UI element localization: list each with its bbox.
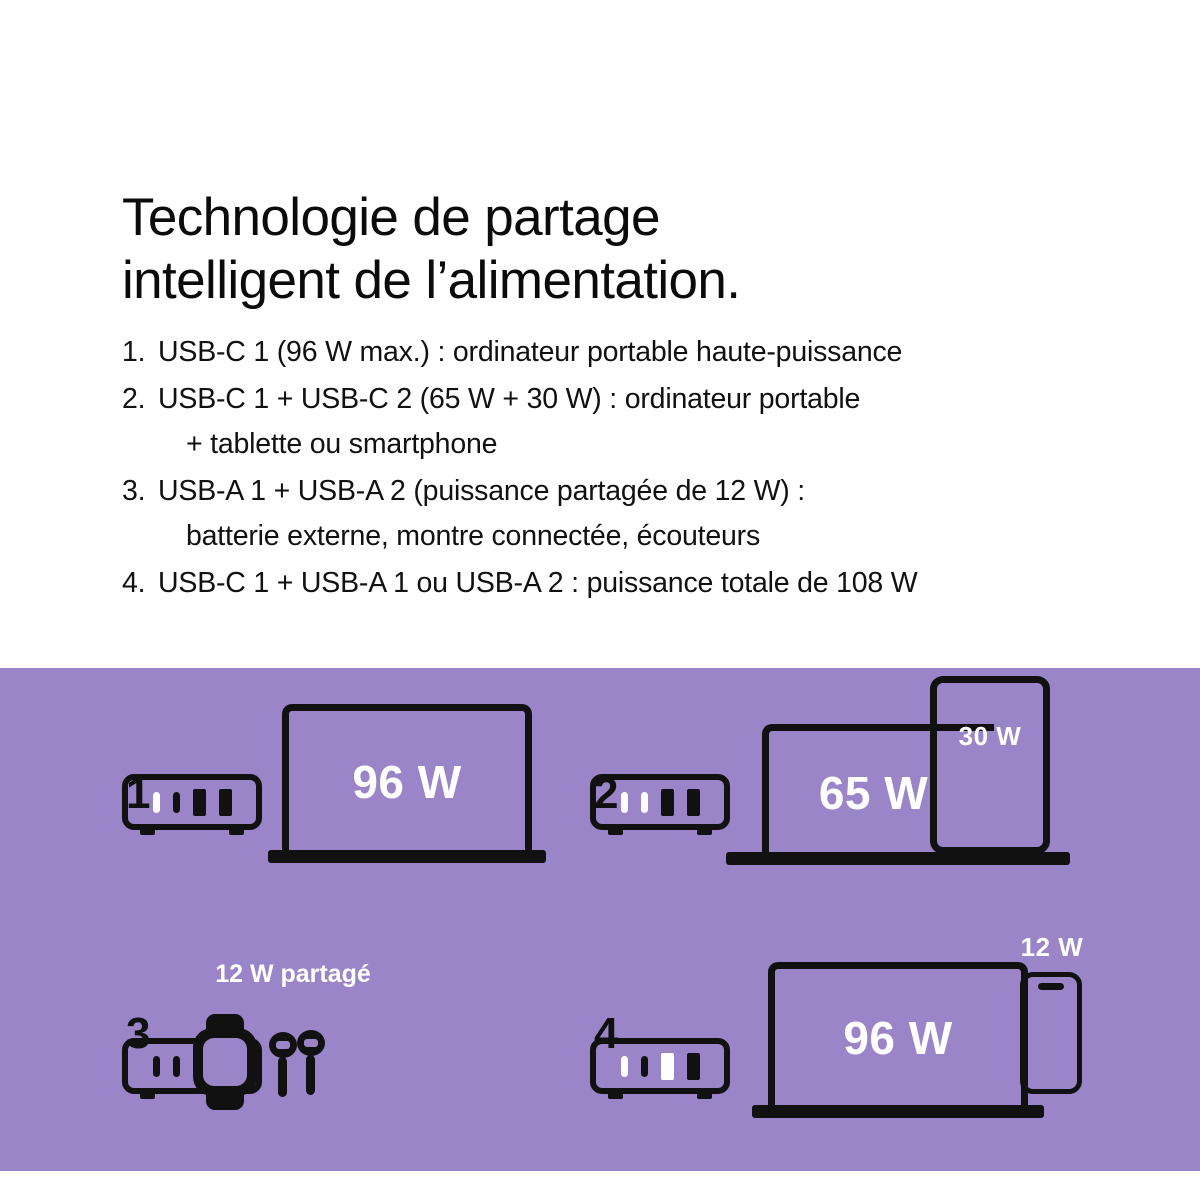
charger-port-usbc-1 [620, 1055, 628, 1077]
list-item-text: USB-C 1 + USB-A 1 ou USB-A 2 : puissance… [158, 567, 918, 599]
list-item-text: USB-C 1 (96 W max.) : ordinateur portabl… [158, 336, 903, 368]
shared-power-label: 12 W partagé [215, 960, 371, 988]
laptop-icon: 96 W [268, 704, 546, 884]
laptop-icon: 65 W [726, 724, 1026, 894]
list-item-number: 1. [122, 336, 146, 368]
laptop-wattage-label: 96 W [352, 755, 462, 808]
charger-port-usba-1 [660, 1052, 674, 1080]
laptop-base [752, 1105, 1044, 1118]
smartwatch-icon [188, 1014, 262, 1115]
list-item-number: 4. [122, 567, 146, 599]
charger-port-usbc-2 [172, 1055, 180, 1077]
charger-port-usbc-1 [152, 791, 160, 813]
laptop-wattage-label: 96 W [843, 1012, 953, 1064]
list-item-text: USB-A 1 + USB-A 2 (puissance partagée de… [158, 475, 806, 507]
laptop-screen: 96 W [768, 962, 1028, 1107]
list-item-number: 2. [122, 383, 146, 415]
list-item-continuation: + tablette ou smartphone [186, 428, 498, 460]
text-panel: Technologie de partage intelligent de l’… [122, 186, 1122, 608]
tablet-wattage-label: 30 W [958, 721, 1022, 751]
laptop-wattage-label: 65 W [818, 766, 929, 819]
laptop-icon: 96 W [752, 962, 1044, 1140]
charger-icon [590, 1038, 730, 1099]
diagram-4: 4 96 W 12 W [580, 928, 1200, 1171]
list-item: 1. USB-C 1 (96 W max.) : ordinateur port… [122, 330, 1112, 375]
laptop-screen: 65 W [762, 724, 994, 854]
charger-port-usba-1 [192, 788, 206, 816]
list-item: 3. USB-A 1 + USB-A 2 (puissance partagée… [122, 469, 1112, 559]
phone-wattage-label: 12 W [1020, 932, 1084, 962]
charger-port-usbc-1 [152, 1055, 160, 1077]
smartphone-icon [1020, 972, 1082, 1094]
charger-icon [590, 774, 730, 835]
diagram-2: 2 65 W 30 W [580, 668, 1200, 928]
tablet-stand-foot [984, 853, 993, 865]
list-item-continuation: batterie externe, montre connectée, écou… [186, 520, 761, 552]
earbuds-icon [268, 1028, 326, 1105]
charger-port-usba-2 [686, 1052, 700, 1080]
phone-notch [1038, 983, 1064, 990]
power-spec-list: 1. USB-C 1 (96 W max.) : ordinateur port… [122, 330, 1112, 608]
laptop-base [726, 852, 1026, 865]
charger-port-usba-2 [218, 788, 232, 816]
headline-line-2: intelligent de l’alimentation. [122, 250, 741, 310]
charger-port-usbc-2 [172, 791, 180, 813]
laptop-base [268, 850, 546, 863]
diagram-3: 3 12 W partagé [0, 928, 580, 1171]
diagram-1: 1 96 W [0, 668, 580, 928]
list-item-number: 3. [122, 475, 146, 507]
charger-port-usbc-2 [640, 1055, 648, 1077]
charger-port-usba-1 [660, 788, 674, 816]
list-item: 2. USB-C 1 + USB-C 2 (65 W + 30 W) : ord… [122, 377, 1112, 467]
list-item-text: USB-C 1 + USB-C 2 (65 W + 30 W) : ordina… [158, 383, 861, 415]
laptop-screen: 96 W [282, 704, 532, 852]
charger-icon [122, 774, 262, 835]
charger-port-usba-2 [686, 788, 700, 816]
headline-line-1: Technologie de partage [122, 187, 660, 247]
list-item: 4. USB-C 1 + USB-A 1 ou USB-A 2 : puissa… [122, 561, 1112, 606]
charger-port-usbc-2 [640, 791, 648, 813]
tablet-icon: 30 W [930, 676, 1050, 854]
page-title: Technologie de partage intelligent de l’… [122, 186, 1122, 312]
charger-port-usbc-1 [620, 791, 628, 813]
illustration-panel: 1 96 W 2 [0, 668, 1200, 1171]
